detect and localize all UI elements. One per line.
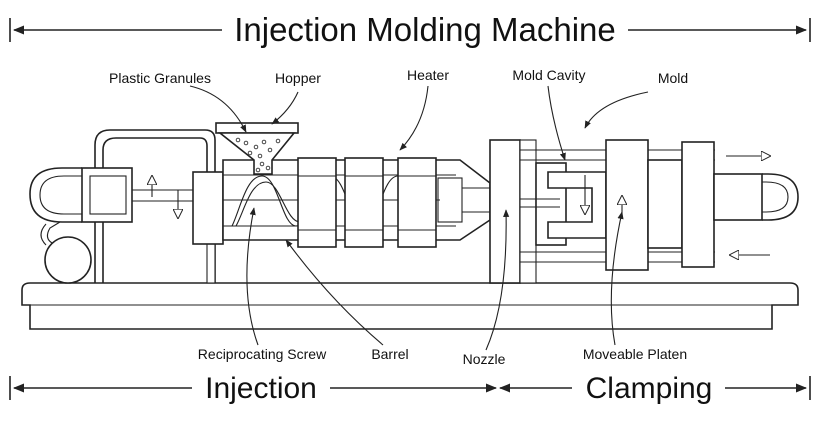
mold-cavity (520, 171, 607, 239)
section-span-arrows (9, 376, 811, 400)
label-reciprocating-screw: Reciprocating Screw (198, 346, 327, 362)
callout-lines (189, 85, 649, 351)
label-moveable-platen: Moveable Platen (583, 346, 687, 362)
label-nozzle: Nozzle (463, 351, 506, 367)
label-hopper: Hopper (275, 70, 321, 86)
label-mold: Mold (658, 70, 688, 86)
hopper (215, 122, 299, 175)
label-plastic-granules: Plastic Granules (109, 70, 211, 86)
label-mold-cavity: Mold Cavity (512, 67, 585, 83)
injection-cylinder (29, 167, 220, 223)
title-span-arrow (9, 18, 811, 42)
heater-bands (297, 157, 437, 248)
plastic-granules-dots (235, 137, 281, 173)
moveable-platen (605, 139, 715, 271)
label-heater: Heater (407, 67, 449, 83)
machine-base (21, 282, 799, 330)
hydraulic-housing (94, 129, 216, 284)
hydraulic-pump (40, 221, 92, 284)
section-label-clamping: Clamping (586, 372, 713, 405)
page-title: Injection Molding Machine (234, 11, 616, 48)
section-label-injection: Injection (205, 372, 317, 405)
label-barrel: Barrel (371, 346, 408, 362)
clamping-cylinder (713, 156, 799, 255)
